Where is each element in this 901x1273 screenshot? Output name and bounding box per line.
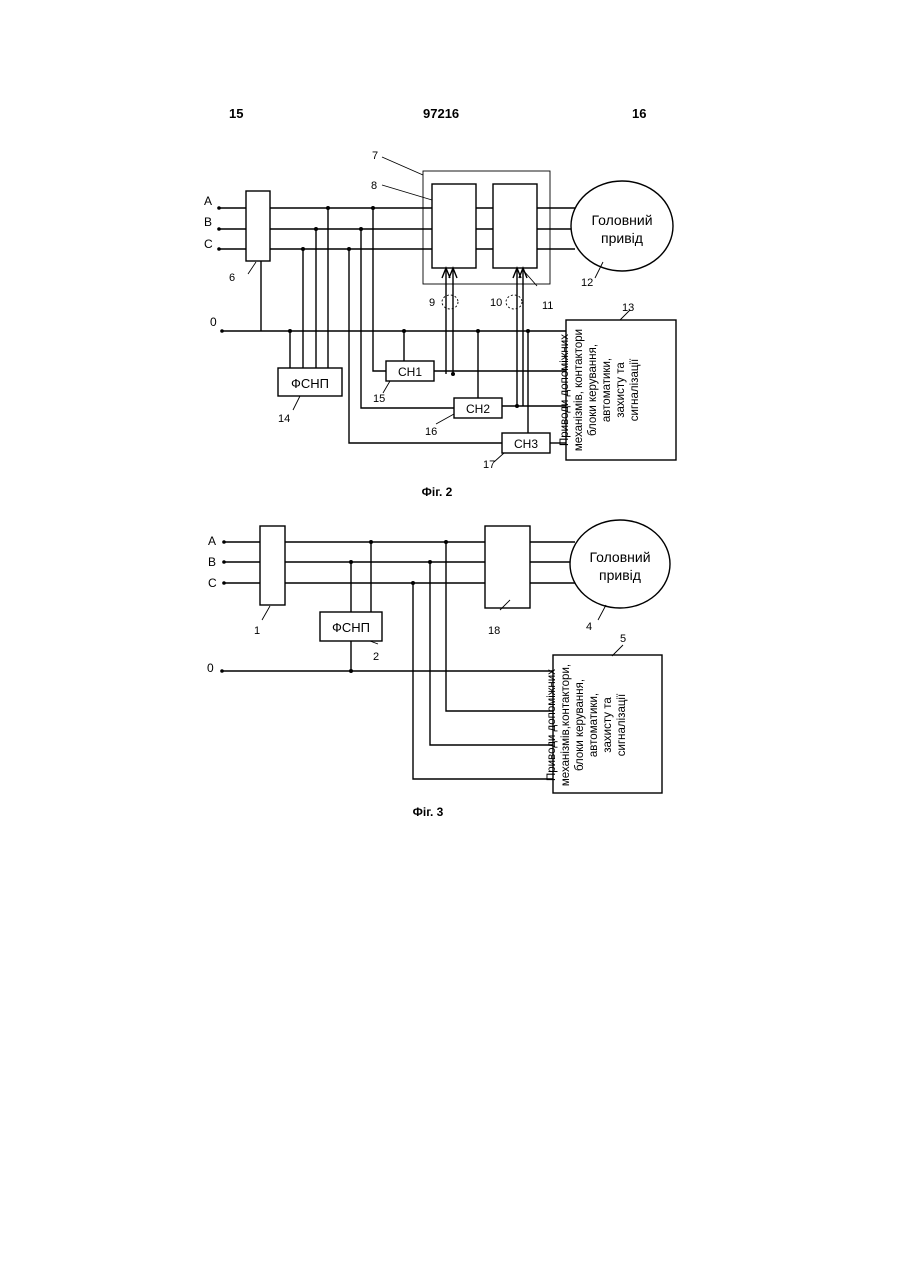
- fsnp-label: ФСНП: [291, 376, 329, 391]
- ref-8: 8: [371, 180, 377, 192]
- fig3-phase-a-label: A: [208, 534, 216, 548]
- ref-2: 2: [373, 651, 379, 663]
- ref-10: 10: [490, 297, 502, 309]
- phase-a-label: A: [204, 194, 212, 208]
- figure-3-caption: Фіг. 3: [413, 805, 444, 819]
- fig3-phase-c-label: C: [208, 576, 217, 590]
- fig3-motor-label-line2: привід: [599, 567, 641, 583]
- fig3-aux-label-line2: механізмів,контактори,: [560, 664, 572, 786]
- phase-b-label: B: [204, 215, 212, 229]
- figure-2: A B C 0 Головний привід Приводи допоміжн…: [204, 150, 676, 499]
- motor-label-line1: Головний: [591, 212, 652, 228]
- ch3-label: СН3: [514, 437, 538, 451]
- ref-17: 17: [483, 459, 495, 471]
- rectifier-block-8: [432, 184, 476, 268]
- figure-3: A B C 0 Головний привід ФСНП Приводи доп…: [207, 520, 670, 819]
- aux-label-line3: блоки керування,: [587, 344, 599, 436]
- ref-9: 9: [429, 297, 435, 309]
- switch-6: [246, 191, 270, 261]
- fig3-neutral-label: 0: [207, 661, 214, 675]
- aux-label-line4: автоматики,: [601, 358, 613, 422]
- switch-1: [260, 526, 285, 605]
- ref-18: 18: [488, 625, 500, 637]
- ref-6: 6: [229, 272, 235, 284]
- ref-7: 7: [372, 150, 378, 162]
- ch1-label: СН1: [398, 365, 422, 379]
- fig3-aux-label-line4: автоматики,: [588, 693, 600, 757]
- inverter-block-11: [493, 184, 537, 268]
- converter-block-18: [485, 526, 530, 608]
- fig3-aux-label-line6: сигналізації: [616, 693, 628, 756]
- motor-label-line2: привід: [601, 230, 643, 246]
- neutral-label: 0: [210, 315, 217, 329]
- aux-label-line2: механізмів, контактори: [573, 329, 585, 451]
- ref-5: 5: [620, 633, 626, 645]
- ref-15: 15: [373, 393, 385, 405]
- ref-16: 16: [425, 426, 437, 438]
- aux-label-line1: Приводи допоміжних: [559, 334, 571, 446]
- cable-10-marker: [506, 295, 522, 309]
- cable-9-marker: [442, 295, 458, 309]
- ref-4: 4: [586, 621, 592, 633]
- ref-11: 11: [542, 300, 553, 312]
- fig3-aux-label-line5: захисту та: [602, 697, 614, 753]
- aux-label-line5: захисту та: [615, 362, 627, 418]
- fig3-aux-label-line3: блоки керування,: [574, 679, 586, 771]
- aux-label-line6: сигналізації: [629, 358, 641, 421]
- phase-c-label: C: [204, 237, 213, 251]
- fig3-phase-b-label: B: [208, 555, 216, 569]
- fig3-motor-label-line1: Головний: [589, 549, 650, 565]
- figure-2-caption: Фіг. 2: [422, 485, 453, 499]
- ref-1: 1: [254, 625, 260, 637]
- fig3-fsnp-label: ФСНП: [332, 620, 370, 635]
- ref-14: 14: [278, 413, 290, 425]
- fig3-aux-label-line1: Приводи допоміжних: [546, 669, 558, 781]
- ch2-label: СН2: [466, 402, 490, 416]
- ref-13: 13: [622, 302, 634, 314]
- ref-12: 12: [581, 277, 593, 289]
